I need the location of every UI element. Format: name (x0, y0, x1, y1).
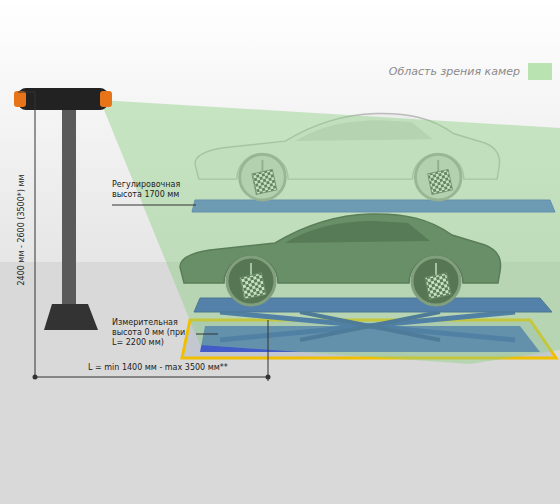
dimension-dot (266, 375, 271, 380)
distance-dimension-line (35, 377, 268, 378)
leader-line (196, 334, 218, 335)
dimension-label: L = min 1400 мм - max 3500 мм** (88, 363, 264, 373)
dimension-tick (18, 92, 35, 93)
dimension-label: 2400 мм - 2600 (3500*) мм (17, 160, 27, 300)
camera-pole (62, 108, 76, 306)
camera-head (18, 88, 108, 110)
leader-line (112, 205, 196, 206)
dimension-dot (33, 375, 38, 380)
legend-entry: Область зрения камер (389, 63, 552, 80)
legend-swatch (528, 63, 552, 80)
dimension-tick (268, 320, 269, 381)
camera-lens (100, 91, 112, 107)
camera-lens (14, 91, 26, 107)
camera-base (44, 304, 98, 330)
height-dimension-line (35, 92, 36, 377)
legend-text: Область зрения камер (389, 65, 520, 78)
camera-field-of-view (100, 100, 560, 364)
height-label: Измерительная высота 0 мм (при L= 2200 м… (112, 318, 194, 348)
height-label: Регулировочная высота 1700 мм (112, 180, 194, 200)
